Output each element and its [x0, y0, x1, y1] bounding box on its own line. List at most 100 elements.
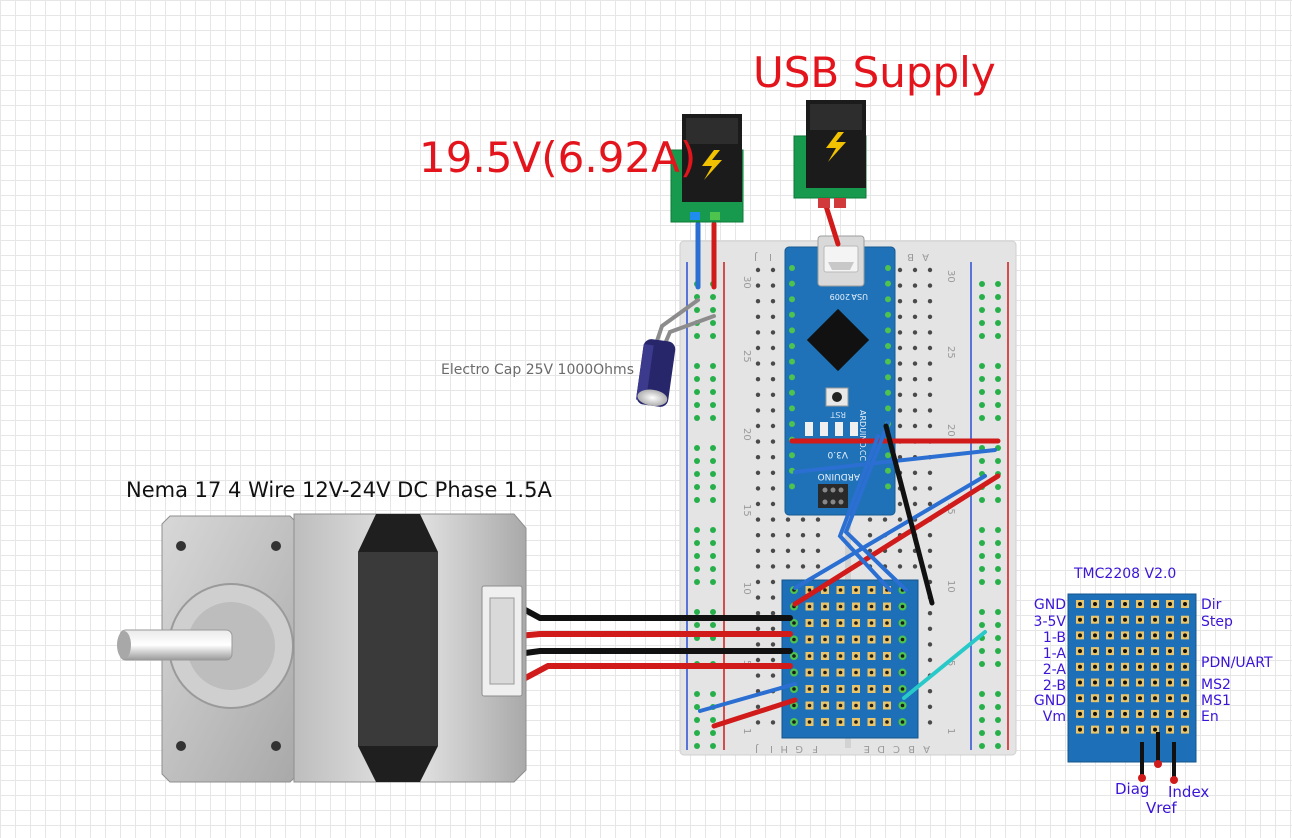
wire-usb-supply[interactable]: [823, 203, 841, 247]
wire-nano-enable[interactable]: [883, 423, 935, 606]
rail-hole: [694, 540, 700, 546]
rail-hole: [995, 281, 1001, 287]
breadboard-hole: [897, 330, 903, 335]
tmc-hole: [1183, 664, 1187, 669]
tmc-hole: [1108, 711, 1112, 716]
rail-hole: [995, 307, 1001, 313]
tmc-hole: [1093, 649, 1097, 654]
reset-button-cap[interactable]: [832, 392, 842, 402]
nano-pin: [789, 280, 795, 287]
rail-hole: [979, 363, 985, 369]
nano-pin: [885, 343, 891, 349]
tmc-hole: [1123, 696, 1127, 701]
nano-pin: [885, 389, 891, 396]
rail-hole: [995, 294, 1001, 300]
perf-hole: [885, 604, 889, 609]
rail-hole: [979, 333, 985, 339]
rail-hole: [710, 445, 716, 451]
pin-label-ms1: MS1: [1201, 693, 1231, 709]
nano-pin: [885, 327, 891, 334]
tmc-hole: [1078, 711, 1082, 716]
breadboard-hole: [770, 345, 776, 351]
perf-hole: [854, 588, 858, 592]
perf-hole: [792, 687, 796, 691]
perf-hole: [900, 703, 905, 708]
rail-hole: [710, 743, 716, 749]
perf-hole: [900, 720, 905, 724]
breadboard-hole: [755, 501, 761, 507]
perf-hole: [885, 621, 889, 625]
arduino-nano: RST V3.0 ARDUINO ARDUINO.CC 2009 USA: [784, 235, 896, 516]
nano-pin: [885, 280, 891, 287]
nano-pin: [789, 358, 795, 365]
motor-stator-bottom: [358, 746, 438, 782]
motor-wire-red-2[interactable]: [515, 663, 793, 685]
breadboard-hole: [755, 330, 761, 335]
mount-hole: [271, 741, 281, 751]
row-num: 30: [945, 270, 956, 283]
shaft-tip: [117, 631, 131, 659]
perf-hole: [869, 720, 874, 724]
motor-wire-black-2[interactable]: [515, 648, 793, 657]
rail-hole: [710, 320, 716, 326]
tmc-hole: [1078, 727, 1082, 732]
pin-label-1b: 1-B: [1042, 630, 1066, 646]
rail-hole: [694, 717, 700, 723]
breadboard-hole: [927, 314, 933, 319]
rail-hole: [995, 484, 1001, 490]
breadboard-hole: [755, 595, 761, 600]
tmc-hole: [1183, 711, 1187, 716]
breadboard-hole: [912, 377, 918, 382]
breadboard-hole: [770, 330, 776, 335]
pin-label-dir: Dir: [1201, 597, 1222, 613]
row-num: 30: [741, 276, 752, 289]
tmc-hole: [1093, 696, 1097, 701]
breadboard-hole: [770, 314, 776, 319]
rail-hole: [995, 553, 1001, 559]
row-num: 10: [945, 580, 956, 593]
motor-wire-red-1[interactable]: [515, 631, 793, 639]
dc-jack-usb-supply: [793, 100, 867, 208]
tmc-hole: [1168, 696, 1172, 701]
perf-hole: [838, 720, 843, 724]
rail-hole: [710, 376, 716, 382]
wire-nano-step[interactable]: [837, 434, 892, 592]
rail-hole: [694, 415, 700, 421]
perf-hole: [869, 654, 874, 658]
perf-hole: [807, 703, 812, 708]
perf-hole: [885, 637, 889, 642]
nano-pin: [789, 389, 795, 396]
wires[interactable]: [654, 203, 1001, 729]
nano-pin: [789, 343, 795, 349]
breadboard-hole: [770, 673, 776, 678]
tmc-hole: [1078, 649, 1082, 654]
tmc-hole: [1153, 617, 1157, 622]
rail-hole: [995, 402, 1001, 408]
perfboard-holes: [790, 586, 907, 726]
breadboard-hole: [927, 564, 933, 569]
col-letter: A: [922, 251, 929, 262]
perf-hole: [854, 687, 858, 691]
breadboard-hole: [897, 548, 903, 553]
col-letter: J: [755, 743, 759, 754]
rail-hole: [979, 691, 985, 697]
power-supply-label: 19.5V(6.92A): [419, 133, 697, 182]
tmc-hole: [1183, 680, 1187, 685]
rail-hole: [694, 307, 700, 313]
rail-hole: [995, 333, 1001, 339]
rail-hole: [995, 458, 1001, 464]
breadboard-hole: [755, 408, 761, 413]
tmc-hole: [1123, 602, 1127, 606]
wire-nano-dir[interactable]: [843, 421, 908, 592]
wire-vm-red[interactable]: [711, 697, 798, 729]
pin-label-vio: 3-5V: [1033, 614, 1066, 630]
wire-gnd-blue[interactable]: [698, 682, 797, 713]
perf-hole: [838, 604, 843, 609]
wire-rail-red-diag[interactable]: [792, 473, 1001, 607]
cap-lead-negative[interactable]: [654, 298, 700, 346]
breadboard-hole: [755, 283, 761, 288]
wire-cyan[interactable]: [902, 630, 987, 700]
perf-hole: [823, 588, 827, 592]
breadboard-hole: [800, 548, 806, 553]
wire-rail-blue[interactable]: [793, 474, 987, 590]
